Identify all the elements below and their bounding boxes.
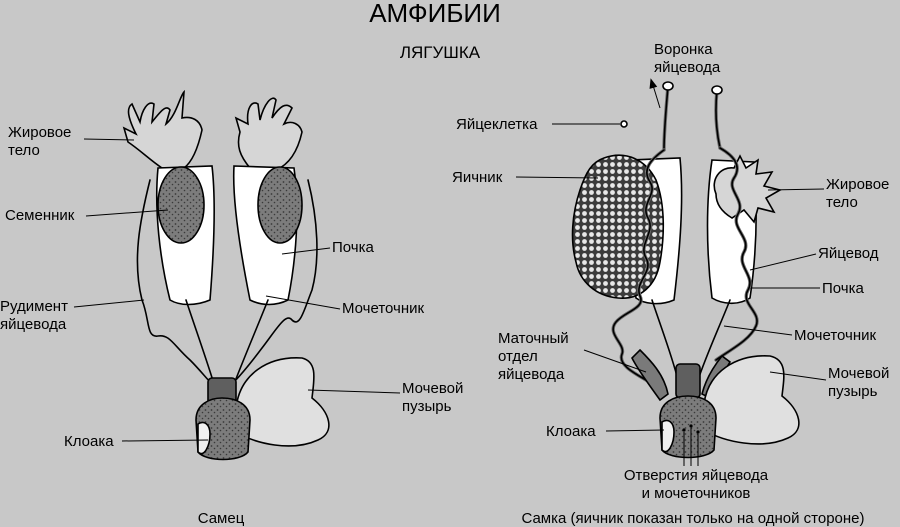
- page-subtitle: ЛЯГУШКА: [400, 43, 481, 62]
- female-egg: [620, 120, 628, 128]
- male-ureter-right: [233, 299, 269, 385]
- male-illustration: [122, 89, 330, 461]
- male-caption: Самец: [198, 510, 245, 527]
- male-oviduct-rudiment-left: [136, 179, 213, 385]
- male-fat-body-right: [234, 97, 303, 171]
- female-label-kidney: Почка: [822, 280, 865, 297]
- male-oviduct-rudiment-right: [231, 179, 318, 385]
- female-fat-body: [713, 154, 783, 224]
- male-label-cloaca: Клоака: [64, 433, 114, 450]
- female-label-cloaca: Клоака: [546, 423, 596, 440]
- male-testis-left: [157, 166, 205, 244]
- female-caption: Самка (яичник показан только на одной ст…: [521, 510, 864, 527]
- male-ureter-left: [185, 299, 215, 385]
- male-label-ureter: Мочеточник: [342, 300, 425, 317]
- male-bladder: [235, 357, 330, 447]
- male-cloaca: [195, 377, 251, 461]
- male-label-kidney: Почка: [332, 239, 375, 256]
- female-ovary: [571, 154, 665, 299]
- female-uterine-part-left: [631, 348, 669, 402]
- female-illustration: [571, 78, 800, 459]
- female-label-ureter: Мочеточник: [794, 327, 877, 344]
- female-bladder: [703, 355, 800, 445]
- male-label-testis: Семенник: [5, 207, 75, 224]
- female-label-egg: Яйцеклетка: [456, 116, 538, 133]
- female-label-oviduct: Яйцевод: [818, 245, 879, 262]
- male-testis-right: [257, 166, 303, 244]
- female-label-ovary: Яичник: [452, 169, 503, 186]
- page-title: АМФИБИИ: [369, 0, 501, 28]
- male-fat-body-left: [122, 89, 203, 169]
- female-cloaca: [659, 363, 717, 459]
